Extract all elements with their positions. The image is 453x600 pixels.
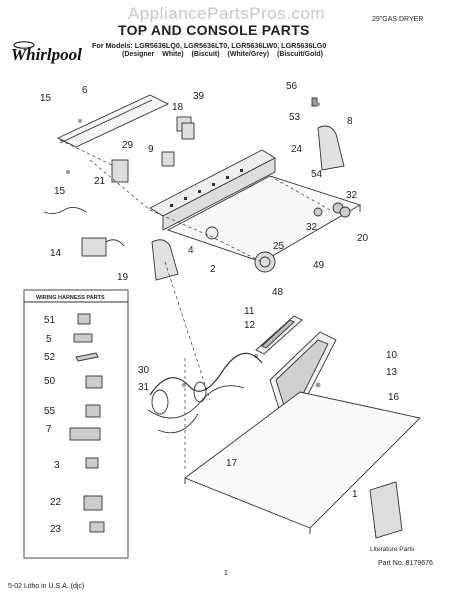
callout: 1 <box>352 489 358 500</box>
literature-label: Literature Parts <box>370 546 415 553</box>
callout: 49 <box>313 260 325 271</box>
switch-a <box>111 159 129 183</box>
end-cap-left <box>151 239 179 281</box>
callout: 48 <box>272 287 284 298</box>
callout: 11 <box>244 306 255 317</box>
legend-items: 51 5 52 50 55 7 3 22 23 <box>44 315 62 535</box>
callout: 9 <box>148 144 154 155</box>
callout: 54 <box>311 169 323 180</box>
callout: 30 <box>138 365 150 376</box>
end-cap-right <box>317 125 345 171</box>
callout: 31 <box>138 382 150 393</box>
legend-item: 52 <box>44 352 56 363</box>
legend-item: 50 <box>44 376 56 387</box>
callout: 4 <box>188 245 194 256</box>
callout: 10 <box>386 350 398 361</box>
callout: 18 <box>172 102 184 113</box>
callout: 56 <box>286 81 298 92</box>
callout: 53 <box>289 112 301 123</box>
callout: 39 <box>193 91 205 102</box>
console-back-panel <box>56 94 170 148</box>
callout: 8 <box>347 116 353 127</box>
callout: 14 <box>50 248 62 259</box>
svg-text:Whirlpool: Whirlpool <box>11 45 82 64</box>
callout: 6 <box>82 85 88 96</box>
variants-line: (Designer White) (Biscuit) (White/Grey) … <box>122 51 323 58</box>
page-number: 1 <box>224 570 228 577</box>
watermark: AppliancePartsPros.com <box>127 4 326 23</box>
whirlpool-logo-graphic: Whirlpool <box>11 41 82 64</box>
callout: 25 <box>273 241 285 252</box>
legend-item: 5 <box>46 334 52 345</box>
harness-14 <box>43 207 87 215</box>
legend-item: 55 <box>44 406 56 417</box>
callout: 19 <box>117 272 129 283</box>
callout: 2 <box>210 264 216 275</box>
callout: 16 <box>388 392 400 403</box>
legend-item: 22 <box>50 497 62 508</box>
models-line: For Models: LGR5636LQ0, LGR5636LT0, LGR5… <box>92 41 327 50</box>
callout-numbers: 15 6 18 39 56 53 8 29 9 24 15 21 54 32 3… <box>40 81 400 500</box>
legend-item: 3 <box>54 460 60 471</box>
legend-box <box>23 289 129 559</box>
legend-item: 23 <box>50 524 62 535</box>
dryer-type-label: 29"GAS DRYER <box>372 16 424 23</box>
page-title: TOP AND CONSOLE PARTS <box>118 22 310 38</box>
callout: 20 <box>357 233 369 244</box>
callout: 24 <box>291 144 303 155</box>
timer-knob <box>254 251 276 273</box>
legend-title: WIRING HARNESS PARTS <box>36 295 105 301</box>
callout: 32 <box>306 222 318 233</box>
callout: 29 <box>122 140 134 151</box>
literature-booklet <box>369 481 403 539</box>
callout: 32 <box>346 190 358 201</box>
callout: 15 <box>40 93 52 104</box>
callout: 15 <box>54 186 66 197</box>
dryer-top <box>184 391 421 529</box>
part-number: Part No. 8179676 <box>378 560 433 567</box>
callout: 17 <box>226 458 238 469</box>
legend-item: 51 <box>44 315 56 326</box>
knob-b <box>339 206 351 218</box>
callout: 21 <box>94 176 106 187</box>
whirlpool-logo: Whirlpool <box>10 38 92 64</box>
callout: 12 <box>244 320 256 331</box>
legend-item: 7 <box>46 424 52 435</box>
litho-note: 5-02 Litho in U.S.A. (djc) <box>8 583 85 590</box>
callout: 13 <box>386 367 398 378</box>
